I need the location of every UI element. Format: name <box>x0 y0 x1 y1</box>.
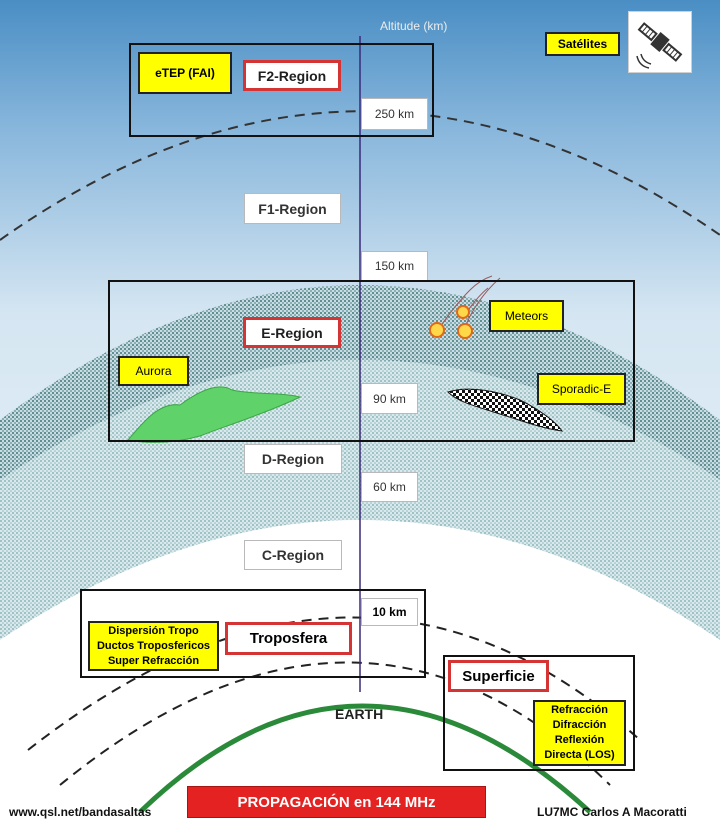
diagram-title-banner: PROPAGACIÓN en 144 MHz <box>187 786 486 818</box>
e-region-frame <box>108 280 635 442</box>
surface-mechanisms-note: Refracción Difracción Reflexión Directa … <box>533 700 626 766</box>
surface-mechanism-4: Directa (LOS) <box>544 749 615 761</box>
altitude-90-label: 90 km <box>361 383 418 414</box>
satellites-note: Satélites <box>545 32 620 56</box>
surface-mechanism-3: Reflexión <box>554 734 605 746</box>
e-layer-band <box>0 285 720 480</box>
footer-url: www.qsl.net/bandasaltas <box>9 805 152 819</box>
satellite-icon <box>636 22 683 69</box>
troposphere-label: Troposfera <box>225 622 352 655</box>
altitude-250-label: 250 km <box>361 98 428 130</box>
troposphere-dashed-boundary-lower <box>59 661 611 786</box>
surface-frame <box>443 655 635 771</box>
e-region-label: E-Region <box>243 317 341 348</box>
d-region-label: D-Region <box>244 444 342 474</box>
sporadic-e-note: Sporadic-E <box>537 373 626 405</box>
meteors-note: Meteors <box>489 300 564 332</box>
tropo-mechanism-3: Super Refracción <box>107 654 200 667</box>
surface-label: Superficie <box>448 660 549 692</box>
altitude-60-label: 60 km <box>361 472 418 502</box>
sporadic-e-cloud <box>447 388 564 432</box>
f1-region-label: F1-Region <box>244 193 341 224</box>
aurora-note: Aurora <box>118 356 189 386</box>
satellite-icon-frame <box>628 11 692 73</box>
etep-note: eTEP (FAI) <box>138 52 232 94</box>
f2-dashed-boundary <box>0 110 720 241</box>
earth-label: EARTH <box>335 706 384 722</box>
f2-region-label: F2-Region <box>243 60 341 91</box>
surface-mechanism-2: Difracción <box>552 719 607 731</box>
altitude-10-label: 10 km <box>361 598 418 626</box>
tropo-mechanism-2: Ductos Troposfericos <box>96 639 211 652</box>
c-region-label: C-Region <box>244 540 342 570</box>
altitude-axis-label: Altitude (km) <box>380 19 448 33</box>
surface-mechanism-1: Refracción <box>551 704 608 716</box>
altitude-150-label: 150 km <box>361 251 428 281</box>
troposphere-mechanisms-note: Dispersión Tropo Ductos Troposfericos Su… <box>88 621 219 671</box>
troposphere-frame <box>80 589 426 678</box>
f2-region-frame <box>129 43 434 137</box>
earth-arc <box>138 703 592 814</box>
tropo-mechanism-1: Dispersión Tropo <box>108 624 199 637</box>
aurora-shape <box>127 386 302 443</box>
footer-author: LU7MC Carlos A Macoratti <box>537 805 687 819</box>
meteor-icon <box>429 275 501 339</box>
